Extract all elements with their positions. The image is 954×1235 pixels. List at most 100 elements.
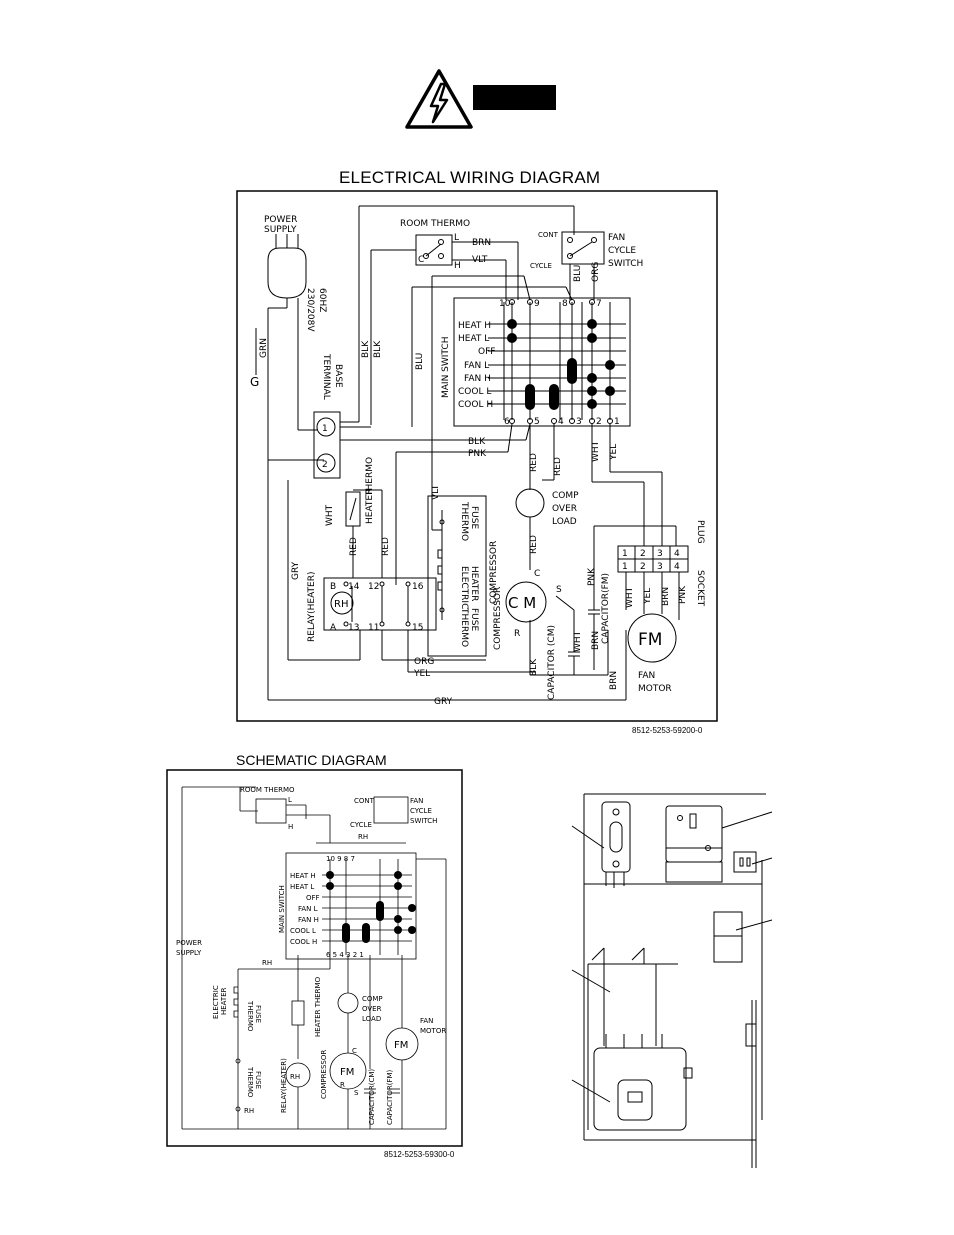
sch-fan-h: FAN H: [298, 916, 319, 924]
sch-fm: FM: [394, 1040, 408, 1051]
label-comp-c: C: [534, 569, 540, 579]
switch-top-7: 7: [596, 299, 602, 309]
label-vlt-v: VLT: [431, 484, 441, 500]
sch-compressor: COMPRESSOR: [320, 1050, 328, 1099]
warning-banner: [473, 85, 556, 110]
sch-switch: SWITCH: [410, 817, 437, 825]
label-base: BASE: [333, 364, 343, 388]
socket-num-4: 4: [674, 562, 680, 572]
sch-cont: CONT: [354, 797, 375, 805]
wiring-diagram-title: ELECTRICAL WIRING DIAGRAM: [339, 168, 601, 187]
label-comp: COMP: [552, 491, 579, 501]
sch-main-switch: MAIN SWITCH: [278, 885, 286, 933]
relay-12: 12: [368, 582, 379, 592]
switch-bottom-6: 6: [504, 417, 510, 427]
relay-15: 15: [412, 623, 423, 633]
label-red-h: RED: [349, 537, 359, 556]
label-capacitor-fm: CAPACITOR(FM): [601, 573, 611, 644]
switch-top-9: 9: [534, 299, 540, 309]
sch-capacitor-cm: CAPACITOR(CM): [368, 1069, 376, 1125]
label-capacitor-cm: CAPACITOR (CM): [547, 625, 557, 700]
label-compressor-main: COMPRESSOR: [489, 541, 499, 604]
label-blk-2: BLK: [373, 340, 383, 358]
label-electric-heater-a: ELECTRIC: [459, 566, 469, 609]
sch-capacitor-fm: CAPACITOR(FM): [386, 1069, 394, 1125]
schematic-diagram: ROOM THERMO L H CONT CYCLE FAN CYCLE SWI…: [166, 769, 463, 1147]
label-thermo-fuse-1b: FUSE: [469, 506, 479, 529]
label-heat-l: HEAT L: [458, 334, 489, 344]
sch-cool-h: COOL H: [290, 938, 317, 946]
sch-rh-top: RH: [358, 833, 368, 841]
sch-cycle: CYCLE: [350, 821, 372, 829]
label-ground: G: [250, 375, 259, 389]
sch-over: OVER: [362, 1005, 382, 1013]
label-fan-h: FAN H: [464, 374, 491, 384]
wiring-part-number: 8512-5253-59200-0: [632, 726, 703, 735]
label-red-3: RED: [529, 535, 539, 554]
sch-load: LOAD: [362, 1015, 381, 1023]
label-compressor: COMPRESSOR: [493, 587, 503, 650]
label-grn: GRN: [259, 338, 269, 358]
plug-num-4: 4: [674, 549, 680, 559]
sch-thermo-fuse-c: THERMO: [246, 1066, 254, 1098]
label-relay-a: A: [330, 623, 337, 633]
label-org-b: ORG: [414, 657, 434, 667]
socket-num-2: 2: [640, 562, 646, 572]
sch-power: POWER: [176, 939, 202, 947]
sch-l: L: [288, 796, 292, 804]
sch-fan-motor-2: MOTOR: [420, 1027, 446, 1035]
label-comp-r: R: [514, 629, 520, 639]
control-box-layout-illustration: [571, 793, 773, 1168]
sch-r: R: [340, 1081, 345, 1089]
label-thermo-fuse-1a: THERMO: [459, 501, 469, 541]
label-thermo-c: C: [418, 255, 424, 265]
sch-fan: FAN: [410, 797, 423, 805]
label-plug: PLUG: [695, 520, 705, 544]
switch-bottom-2: 2: [596, 417, 602, 427]
label-blu: BLU: [415, 353, 425, 370]
sch-rh-mid: RH: [262, 959, 272, 967]
sch-heat-h: HEAT H: [290, 872, 316, 880]
label-thermo-l: L: [454, 233, 459, 243]
sch-fm-comp: FM: [340, 1067, 354, 1078]
label-over: OVER: [552, 504, 577, 514]
relay-14: 14: [348, 582, 360, 592]
label-supply: SUPPLY: [264, 225, 297, 235]
switch-bottom-5: 5: [534, 417, 540, 427]
label-load: LOAD: [552, 517, 577, 527]
label-pnk-s: PNK: [678, 585, 688, 604]
sch-relay-heater: RELAY(HEATER): [280, 1058, 288, 1113]
label-thermo-h: H: [454, 261, 461, 271]
label-fm: FM: [638, 630, 662, 650]
label-wht: WHT: [591, 440, 601, 462]
switch-bottom-3: 3: [576, 417, 582, 427]
switch-top-8: 8: [562, 299, 568, 309]
sch-thermo-fuse-d: FUSE: [254, 1071, 262, 1089]
sch-rh-bottom: RH: [244, 1107, 254, 1115]
label-fan-motor-1: FAN: [638, 671, 655, 681]
label-wht-h: WHT: [325, 504, 335, 526]
label-rh: RH: [334, 599, 348, 610]
label-gry-b: GRY: [434, 697, 453, 707]
plug-num-2: 2: [640, 549, 646, 559]
socket-num-1: 1: [622, 562, 628, 572]
label-room-thermo: ROOM THERMO: [400, 219, 470, 229]
sch-cycle2: CYCLE: [410, 807, 432, 815]
label-socket: SOCKET: [695, 570, 705, 607]
label-terminal: TERMINAL: [321, 353, 331, 400]
label-heater-thermo: HEATER: [365, 489, 375, 524]
sch-fan-motor-1: FAN: [420, 1017, 433, 1025]
label-heat-h: HEAT H: [458, 321, 491, 331]
sch-h: H: [288, 823, 293, 831]
sch-rh-relay: RH: [290, 1073, 300, 1081]
terminal-2-label: 2: [322, 460, 328, 470]
switch-bottom-4: 4: [558, 417, 564, 427]
label-fan-l: FAN L: [464, 361, 489, 371]
sch-heat-l: HEAT L: [290, 883, 314, 891]
label-brn-cap: BRN: [591, 631, 601, 650]
label-yel-b: YEL: [413, 669, 430, 679]
label-electric-heater-b: HEATER: [469, 566, 479, 601]
label-cm: C M: [508, 594, 536, 612]
label-pnk-h: PNK: [468, 449, 487, 459]
label-gry-v: GRY: [291, 561, 301, 580]
